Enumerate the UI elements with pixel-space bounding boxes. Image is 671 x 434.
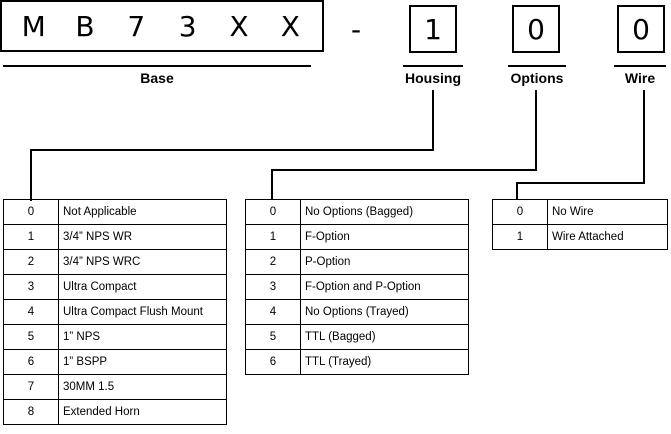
code-cell: 1 bbox=[492, 224, 548, 250]
code-cell: 1 bbox=[245, 224, 301, 250]
base-char-4: 3 bbox=[178, 9, 197, 43]
code-cell: 5 bbox=[3, 324, 59, 350]
code-cell: 6 bbox=[245, 349, 301, 375]
code-cell: 4 bbox=[3, 299, 59, 325]
desc-cell: No Wire bbox=[547, 199, 668, 225]
code-cell: 4 bbox=[245, 299, 301, 325]
desc-cell: Not Applicable bbox=[58, 199, 227, 225]
desc-cell: Ultra Compact bbox=[58, 274, 227, 300]
base-underline bbox=[3, 65, 311, 67]
code-cell: 0 bbox=[245, 199, 301, 225]
code-cell: 2 bbox=[245, 249, 301, 275]
housing-label: Housing bbox=[405, 70, 461, 86]
options-connector bbox=[271, 90, 537, 200]
code-cell: 1 bbox=[3, 224, 59, 250]
desc-cell: No Options (Bagged) bbox=[300, 199, 469, 225]
options-label: Options bbox=[510, 70, 564, 86]
desc-cell: F-Option bbox=[300, 224, 469, 250]
code-cell: 2 bbox=[3, 249, 59, 275]
base-char-6: X bbox=[280, 9, 300, 43]
desc-cell: 3/4” NPS WRC bbox=[58, 249, 227, 275]
base-char-3: 7 bbox=[127, 9, 146, 43]
code-cell: 3 bbox=[245, 274, 301, 300]
desc-cell: 1” BSPP bbox=[58, 349, 227, 375]
desc-cell: F-Option and P-Option bbox=[300, 274, 469, 300]
options-code-box: 0 bbox=[512, 5, 560, 53]
code-cell: 6 bbox=[3, 349, 59, 375]
desc-cell: Extended Horn bbox=[58, 399, 227, 425]
code-cell: 0 bbox=[492, 199, 548, 225]
code-cell: 5 bbox=[245, 324, 301, 350]
wire-label: Wire bbox=[624, 70, 656, 86]
base-label: Base bbox=[140, 70, 174, 86]
housing-code-box: 1 bbox=[409, 5, 457, 53]
wire-code-box: 0 bbox=[617, 5, 665, 53]
desc-cell: TTL (Bagged) bbox=[300, 324, 469, 350]
base-char-2: B bbox=[75, 9, 95, 43]
desc-cell: No Options (Trayed) bbox=[300, 299, 469, 325]
housing-connector bbox=[30, 90, 434, 201]
desc-cell: 3/4” NPS WR bbox=[58, 224, 227, 250]
housing-underline bbox=[403, 65, 463, 67]
base-char-5: X bbox=[229, 9, 249, 43]
desc-cell: TTL (Trayed) bbox=[300, 349, 469, 375]
wire-connector bbox=[516, 90, 645, 200]
separator-dash: - bbox=[350, 13, 362, 46]
code-cell: 3 bbox=[3, 274, 59, 300]
code-cell: 0 bbox=[3, 199, 59, 225]
base-char-1: M bbox=[21, 9, 46, 43]
desc-cell: Wire Attached bbox=[547, 224, 668, 250]
desc-cell: 30MM 1.5 bbox=[58, 374, 227, 400]
desc-cell: 1” NPS bbox=[58, 324, 227, 350]
desc-cell: Ultra Compact Flush Mount bbox=[58, 299, 227, 325]
code-cell: 7 bbox=[3, 374, 59, 400]
wire-underline bbox=[614, 65, 666, 67]
options-underline bbox=[508, 65, 566, 67]
base-code-box: M B 7 3 X X bbox=[0, 0, 324, 52]
code-cell: 8 bbox=[3, 399, 59, 425]
desc-cell: P-Option bbox=[300, 249, 469, 275]
